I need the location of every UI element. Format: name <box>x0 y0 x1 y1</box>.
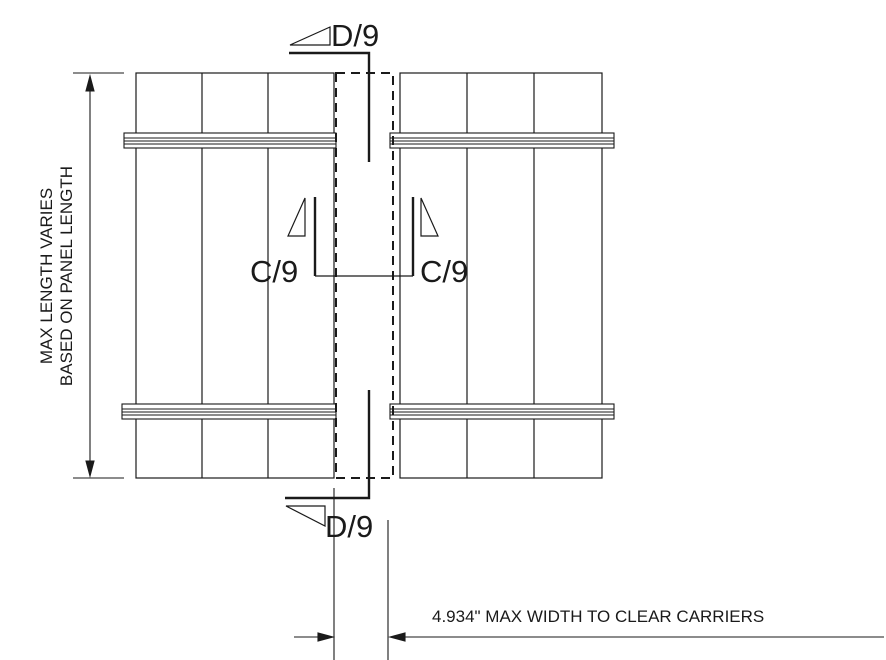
upper-carrier-rail <box>123 132 615 149</box>
callout-d-top: D/9 <box>331 18 379 53</box>
section-cut-c <box>287 197 439 277</box>
callout-c-left: C/9 <box>250 254 298 289</box>
lower-carrier-rail <box>121 403 615 420</box>
length-dimension-label-line2: BASED ON PANEL LENGTH <box>57 166 76 386</box>
width-dimension-label: 4.934" MAX WIDTH TO CLEAR CARRIERS <box>432 607 764 626</box>
callout-d-bottom: D/9 <box>325 509 373 544</box>
section-cut-d-top <box>289 26 371 162</box>
callout-c-right: C/9 <box>420 254 468 289</box>
section-cut-d-bottom <box>285 390 371 527</box>
length-dimension-line <box>73 72 124 479</box>
length-dimension-label-line1: MAX LENGTH VARIES <box>37 188 56 364</box>
width-dimension-line <box>294 488 884 660</box>
